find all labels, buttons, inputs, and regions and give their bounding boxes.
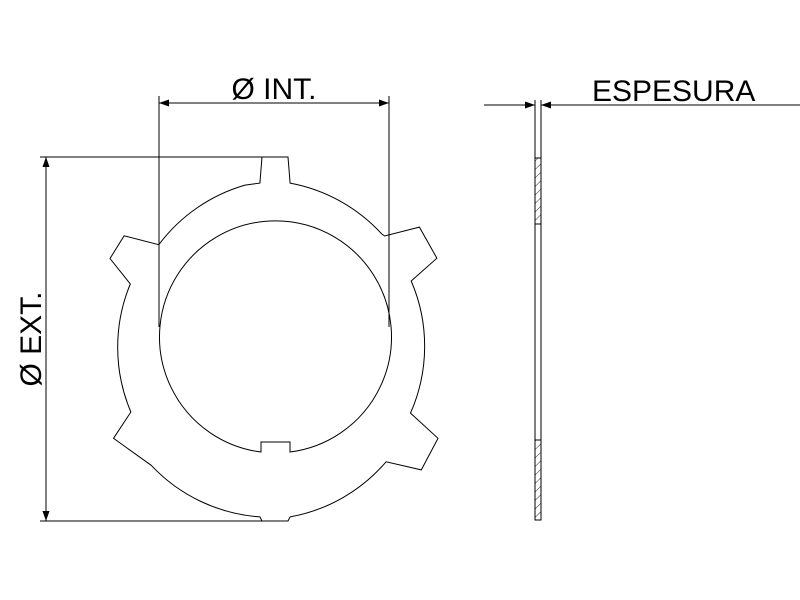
washer-inner-bore xyxy=(159,220,392,453)
section-hatch-top xyxy=(534,157,542,225)
washer-outer-contour xyxy=(109,156,439,522)
outer-diameter-label: Ø EXT. xyxy=(15,291,48,386)
inner-diameter-label: Ø INT. xyxy=(231,73,316,106)
outer-diameter-dimension: Ø EXT. xyxy=(15,156,262,522)
thickness-label: ESPESURA xyxy=(592,75,755,108)
section-hatch-bottom xyxy=(534,439,542,521)
inner-diameter-dimension: Ø INT. xyxy=(158,73,390,327)
washer-front-view xyxy=(109,156,439,522)
thickness-dimension: ESPESURA xyxy=(484,75,800,109)
washer-side-view xyxy=(534,100,542,521)
